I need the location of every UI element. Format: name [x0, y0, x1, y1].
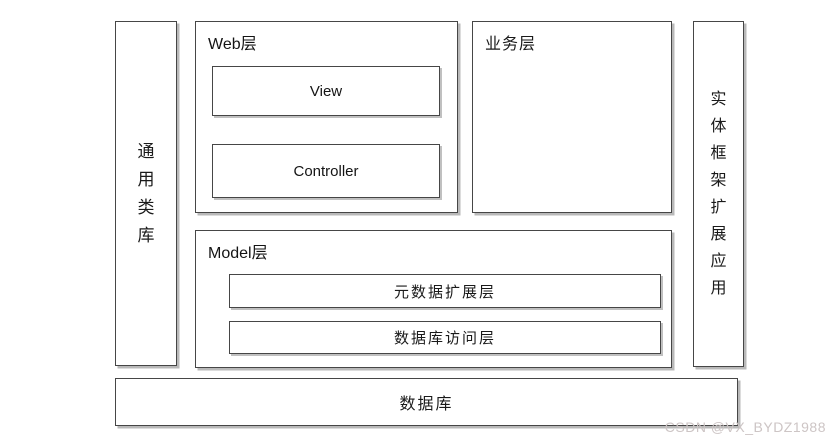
database-label: 数据库 — [399, 396, 454, 413]
model-layer-box: Model层 元数据扩展层 数据库访问层 — [195, 230, 672, 368]
ef-extension-label: 实体框架扩展应用 — [710, 91, 727, 297]
metadata-extension-box: 元数据扩展层 — [229, 274, 661, 308]
controller-label: Controller — [293, 162, 359, 180]
ef-extension-box: 实体框架扩展应用 — [693, 21, 744, 367]
metadata-extension-label: 元数据扩展层 — [393, 284, 496, 301]
controller-box: Controller — [212, 144, 440, 198]
web-layer-box: Web层 View Controller — [195, 21, 458, 213]
web-layer-label: Web层 — [208, 36, 257, 53]
view-label: View — [309, 82, 343, 100]
ef-extension-label-wrap: 实体框架扩展应用 — [694, 22, 743, 366]
business-layer-box: 业务层 — [472, 21, 672, 213]
business-layer-label: 业务层 — [485, 36, 537, 53]
database-access-box: 数据库访问层 — [229, 321, 661, 354]
common-library-box: 通用类库 — [115, 21, 177, 366]
database-access-label: 数据库访问层 — [393, 331, 496, 347]
common-library-label-wrap: 通用类库 — [116, 22, 176, 365]
csdn-watermark: CSDN @VX_BYDZ1988 — [664, 419, 826, 435]
common-library-label: 通用类库 — [137, 141, 155, 245]
view-box: View — [212, 66, 440, 116]
model-layer-label: Model层 — [208, 245, 268, 262]
database-box: 数据库 — [115, 378, 738, 426]
